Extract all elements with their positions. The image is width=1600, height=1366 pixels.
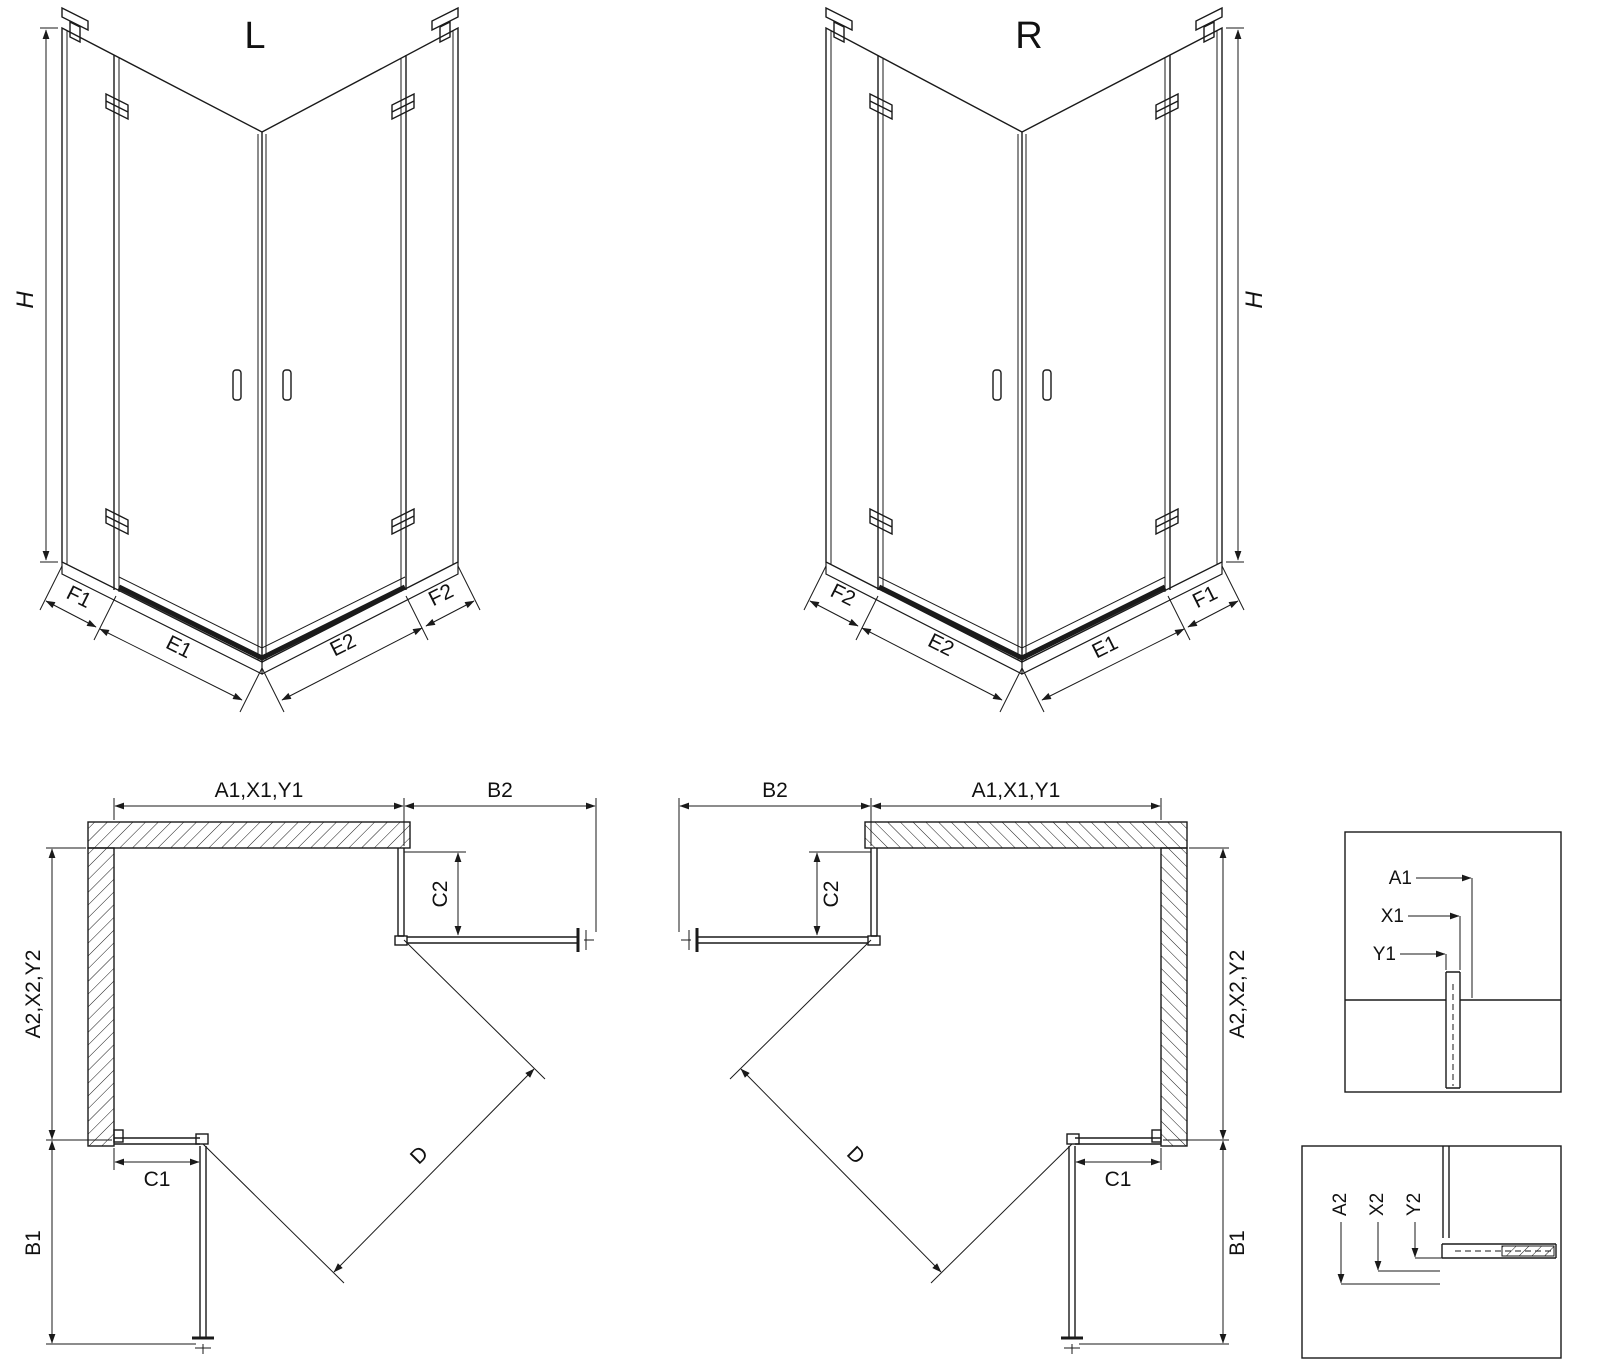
dim-a1x1y1-label: A1,X1,Y1 — [972, 779, 1061, 802]
dim-a2x2y2-label: A2,X2,Y2 — [1226, 950, 1249, 1039]
iso-left-title: L — [244, 15, 265, 57]
dim-a2-label: A2 — [1330, 1193, 1351, 1216]
dim-b1-label: B1 — [22, 1230, 45, 1256]
dim-e2-label: E2 — [326, 629, 359, 661]
glass-profile — [1441, 1243, 1557, 1259]
plan-right-view: B2 A1,X1,Y1 C2 A2,X2,Y2 C1 B1 D — [679, 779, 1249, 1354]
dim-d-label: D — [842, 1142, 869, 1169]
dim-b2-label: B2 — [487, 779, 513, 802]
dim-b1-label: B1 — [1226, 1230, 1249, 1256]
dim-d-label: D — [406, 1142, 433, 1169]
dim-x2-label: X2 — [1367, 1193, 1388, 1216]
dim-c1-label: C1 — [144, 1168, 171, 1191]
dim-y1-label: Y1 — [1373, 944, 1396, 965]
dim-a2x2y2-label: A2,X2,Y2 — [22, 950, 45, 1039]
dim-a1x1y1-label: A1,X1,Y1 — [215, 779, 304, 802]
detail-top-view: A1 X1 Y1 — [1344, 831, 1562, 1093]
dim-f1-label: F1 — [1189, 581, 1221, 613]
iso-left-view: L H F1 E1 E2 F2 — [12, 8, 480, 712]
glass-profile — [1445, 971, 1461, 1089]
dim-f1-label: F1 — [63, 581, 95, 613]
dim-b2-label: B2 — [762, 779, 788, 802]
wall-section — [1442, 1146, 1450, 1238]
iso-left-geometry — [40, 8, 480, 712]
iso-right-title: R — [1015, 15, 1042, 57]
dim-h-label: H — [1241, 291, 1268, 309]
dim-c1-label: C1 — [1105, 1168, 1132, 1191]
iso-right-view: R H F2 E2 E1 F1 — [804, 8, 1268, 712]
dim-e1-label: E1 — [1088, 631, 1121, 663]
plan-left-geometry — [46, 798, 596, 1354]
dim-x1-label: X1 — [1381, 906, 1404, 927]
detail-bottom-view: A2 X2 Y2 — [1301, 1145, 1562, 1359]
dim-f2-label: F2 — [425, 579, 457, 611]
dim-y2-label: Y2 — [1404, 1193, 1425, 1216]
dim-e1-label: E1 — [162, 631, 195, 663]
dim-c2-label: C2 — [820, 881, 843, 908]
detail-top-frame — [1344, 831, 1562, 1093]
dimension-lines — [1400, 874, 1473, 998]
dimension-lines — [1337, 1222, 1442, 1285]
plan-right-geometry — [679, 798, 1229, 1354]
plan-left-view: A1,X1,Y1 B2 C2 A2,X2,Y2 C1 B1 D — [22, 779, 596, 1354]
dim-f2-label: F2 — [827, 579, 859, 611]
dim-h-label: H — [12, 291, 39, 309]
dim-c2-label: C2 — [429, 881, 452, 908]
dim-a1-label: A1 — [1389, 868, 1412, 889]
detail-bottom-frame — [1301, 1145, 1562, 1359]
dim-e2-label: E2 — [924, 629, 957, 661]
iso-right-geometry — [804, 8, 1244, 712]
